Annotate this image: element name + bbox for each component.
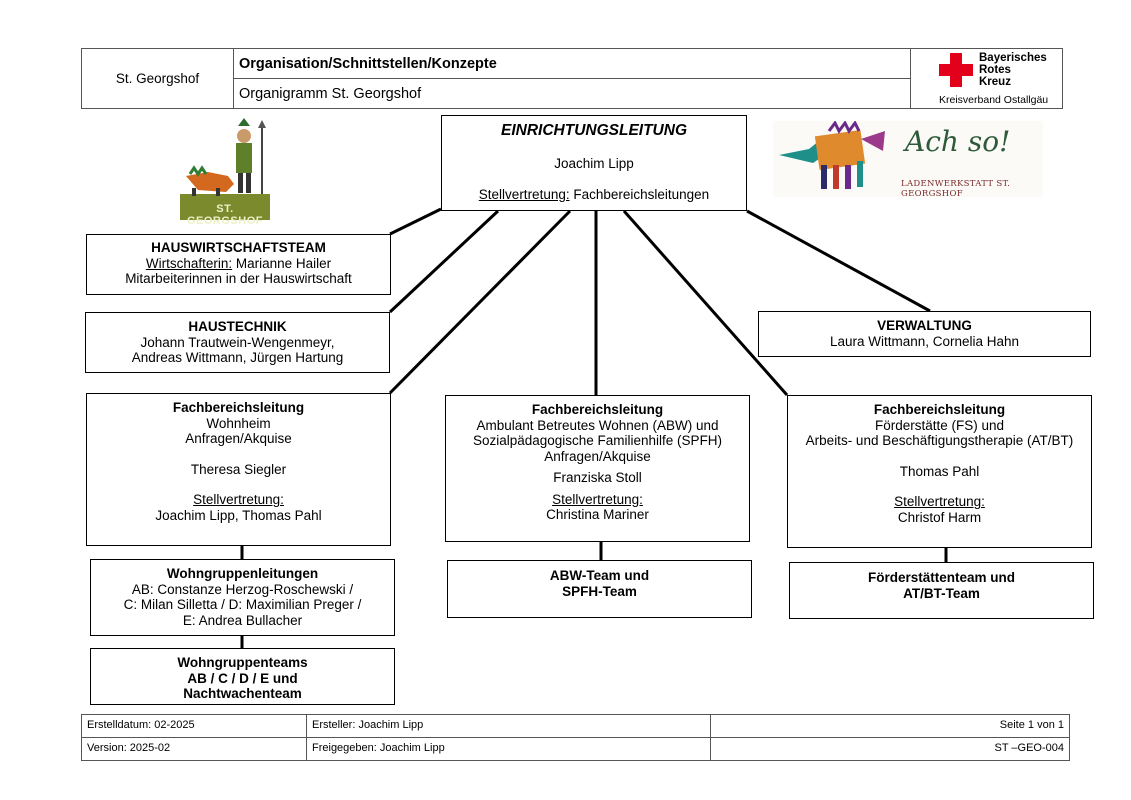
fb-wohnheim-title: Fachbereichsleitung — [172, 400, 305, 415]
verwaltung-staff: Laura Wittmann, Cornelia Hahn — [829, 333, 1020, 349]
fb-wohnheim-name: Theresa Siegler — [190, 461, 287, 477]
verwaltung-title: VERWALTUNG — [877, 318, 972, 333]
fb-fs-line-2: Förderstätte (FS) und — [874, 417, 1005, 433]
ach-so-caption: Ladenwerkstatt St. Georgshof — [901, 179, 1011, 199]
fb-abw-line-3: Sozialpädagogische Familienhilfe (SPFH) — [472, 433, 723, 448]
fb-abw-deputy-label: Stellvertretung: — [552, 491, 643, 507]
page-title: Organisation/Schnittstellen/Konzepte — [239, 56, 497, 72]
footer-doc-id: ST –GEO-004 — [710, 737, 1070, 761]
fs-team-line-2: AT/BT-Team — [903, 585, 980, 601]
wohngruppenteams-line-3: Nachtwachenteam — [183, 686, 302, 701]
fb-abw-line-2: Ambulant Betreutes Wohnen (ABW) und — [476, 417, 719, 433]
brk-line-2: Rotes — [979, 64, 1011, 76]
fb-abw-name: Franziska Stoll — [553, 470, 642, 485]
st-georgshof-logo: ST. GEORGSHOF — [178, 118, 274, 227]
brk-line-1: Bayerisches — [979, 52, 1047, 64]
hauswirtschaft-role-value: Marianne Hailer — [232, 255, 332, 271]
wohngruppenleitungen-line-4: E: Andrea Bullacher — [182, 612, 303, 628]
wohngruppenteams-line-1: Wohngruppenteams — [177, 655, 308, 670]
st-georgshof-logo-text: ST. GEORGSHOF — [186, 203, 263, 227]
footer-approved: Freigegeben: Joachim Lipp — [306, 737, 711, 761]
red-cross-icon — [939, 53, 973, 87]
fb-fs-title: Fachbereichsleitung — [873, 402, 1006, 417]
footer-creator: Ersteller: Joachim Lipp — [306, 714, 711, 738]
einrichtungsleitung-title: EINRICHTUNGSLEITUNG — [501, 122, 687, 139]
wohngruppenleitungen-title: Wohngruppenleitungen — [166, 566, 319, 581]
fs-team-line-1: Förderstättenteam und — [867, 570, 1016, 585]
haustechnik-line-3: Andreas Wittmann, Jürgen Hartung — [131, 350, 344, 365]
fb-wohnheim-deputy-label: Stellvertretung: — [193, 492, 284, 507]
ach-so-logo: Ach so! Ladenwerkstatt St. Georgshof — [773, 120, 1043, 199]
fb-fs-box: Fachbereichsleitung Förderstätte (FS) un… — [787, 395, 1092, 548]
einrichtungsleitung-name: Joachim Lipp — [554, 156, 634, 171]
fb-abw-deputy-value: Christina Mariner — [546, 507, 649, 522]
fs-team-box: Förderstättenteam und AT/BT-Team — [789, 562, 1094, 619]
abw-team-line-1: ABW-Team und — [549, 568, 650, 583]
wohngruppenleitungen-line-2: AB: Constanze Herzog-Roschewski / — [131, 581, 354, 597]
fb-wohnheim-area: Wohnheim — [206, 415, 271, 431]
brk-subtitle: Kreisverband Ostallgäu — [939, 94, 1049, 106]
header-logo-cell: Bayerisches Rotes Kreuz Kreisverband Ost… — [910, 48, 1063, 109]
wohngruppenleitungen-box: Wohngruppenleitungen AB: Constanze Herzo… — [90, 559, 395, 636]
page-subtitle: Organigramm St. Georgshof — [239, 86, 422, 102]
fb-wohnheim-akquise: Anfragen/Akquise — [185, 431, 292, 446]
fb-fs-deputy-value: Christof Harm — [897, 509, 982, 525]
einrichtungsleitung-box: EINRICHTUNGSLEITUNG Joachim Lipp Stellve… — [441, 115, 747, 211]
hauswirtschaftsteam-box: HAUSWIRTSCHAFTSTEAM Wirtschafterin: Mari… — [86, 234, 391, 295]
haustechnik-title: HAUSTECHNIK — [188, 319, 287, 334]
footer-created-date: Erstelldatum: 02-2025 — [81, 714, 307, 738]
fb-fs-name: Thomas Pahl — [899, 463, 980, 479]
wohngruppenteams-line-2: AB / C / D / E und — [187, 670, 298, 686]
footer-page: Seite 1 von 1 — [710, 714, 1070, 738]
fb-wohnheim-box: Fachbereichsleitung Wohnheim Anfragen/Ak… — [86, 393, 391, 546]
fb-abw-title: Fachbereichsleitung — [531, 402, 664, 417]
hauswirtschaftsteam-title: HAUSWIRTSCHAFTSTEAM — [151, 240, 326, 255]
abw-team-box: ABW-Team und SPFH-Team — [447, 560, 752, 618]
brk-line-3: Kreuz — [979, 76, 1011, 88]
fb-abw-akquise: Anfragen/Akquise — [544, 448, 651, 464]
wohngruppenteams-box: Wohngruppenteams AB / C / D / E und Nach… — [90, 648, 395, 705]
haustechnik-line-2: Johann Trautwein-Wengenmeyr, — [140, 334, 335, 350]
abw-team-line-2: SPFH-Team — [562, 583, 637, 599]
verwaltung-box: VERWALTUNG Laura Wittmann, Cornelia Hahn — [758, 311, 1091, 357]
fb-fs-line-3: Arbeits- und Beschäftigungstherapie (AT/… — [805, 433, 1074, 448]
einrichtungsleitung-deputy-label: Stellvertretung: — [478, 187, 570, 202]
haustechnik-box: HAUSTECHNIK Johann Trautwein-Wengenmeyr,… — [85, 312, 390, 373]
hauswirtschaft-staff: Mitarbeiterinnen in der Hauswirtschaft — [125, 271, 352, 286]
fb-wohnheim-deputy-value: Joachim Lipp, Thomas Pahl — [155, 507, 322, 523]
wohngruppenleitungen-line-3: C: Milan Silletta / D: Maximilian Preger… — [123, 597, 362, 612]
hauswirtschaft-role-label: Wirtschafterin: — [145, 255, 233, 271]
fb-abw-box: Fachbereichsleitung Ambulant Betreutes W… — [445, 395, 750, 542]
einrichtungsleitung-deputy-value: Fachbereichsleitungen — [569, 187, 710, 202]
org-name: St. Georgshof — [115, 71, 200, 86]
ach-so-script: Ach so! — [905, 125, 1011, 158]
fb-fs-deputy-label: Stellvertretung: — [894, 494, 985, 509]
footer-version: Version: 2025-02 — [81, 737, 307, 761]
